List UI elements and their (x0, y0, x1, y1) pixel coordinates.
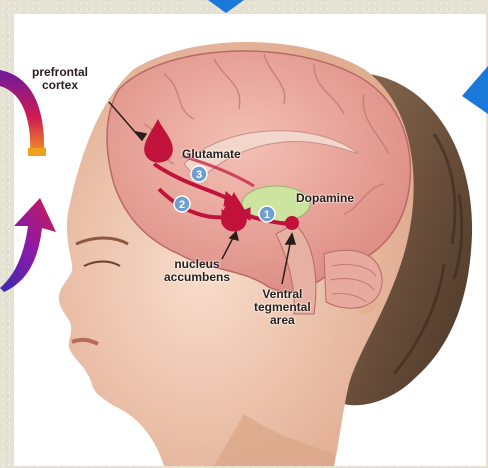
label-glutamate: Glutamate (182, 148, 241, 161)
marker-1: 1 (259, 206, 275, 222)
diagram-panel: 1 2 3 prefrontal cortex Glutamate Dopami… (14, 14, 486, 466)
marker-3-label: 3 (196, 169, 202, 181)
left-curved-arrow-bottom (0, 196, 60, 292)
marker-2-label: 2 (179, 199, 185, 211)
top-blue-arrow (208, 0, 244, 14)
marker-2: 2 (174, 196, 190, 212)
marker-1-label: 1 (264, 209, 270, 221)
marker-3: 3 (191, 166, 207, 182)
label-ventral-tegmental-area: Ventral tegmental area (254, 288, 311, 327)
right-blue-arrow (462, 66, 488, 114)
label-nucleus-accumbens: nucleus accumbens (164, 258, 230, 284)
vta-region (285, 216, 299, 230)
left-curved-arrow-top (0, 64, 60, 160)
label-dopamine: Dopamine (296, 192, 354, 205)
